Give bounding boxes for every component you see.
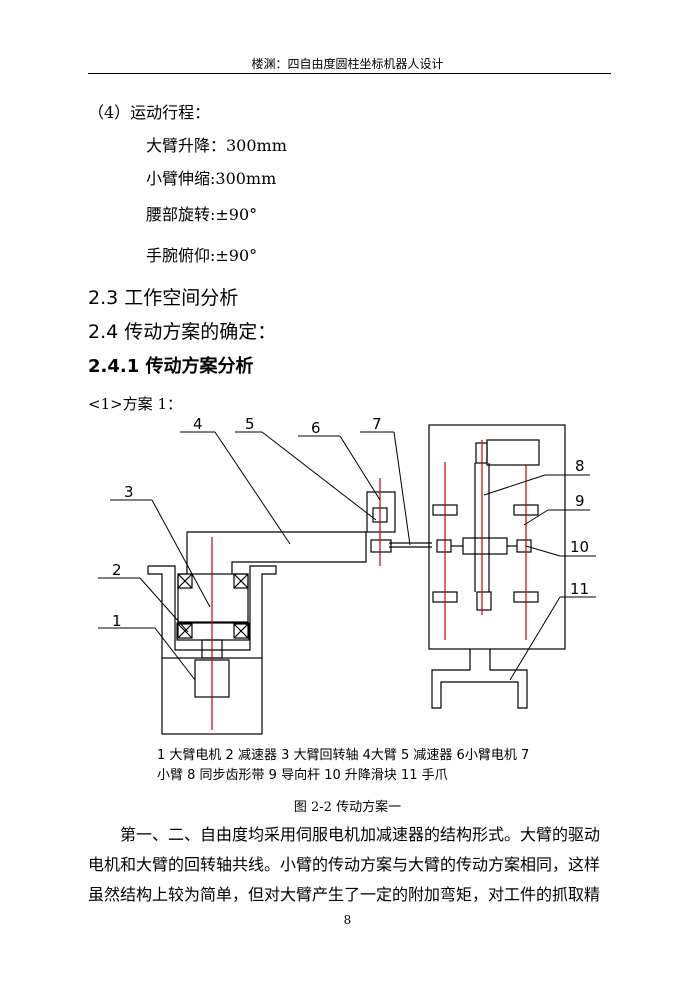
- heading-2-4-1: 2.4.1 传动方案分析: [88, 356, 254, 377]
- diagram-label-9: 9: [575, 492, 585, 510]
- page-number: 8: [343, 913, 352, 927]
- motion-item-arm-lift: 大臂升降：300mm: [146, 136, 287, 155]
- belt-motor: [486, 439, 540, 466]
- figure-legend-line-2: 小臂 8 同步齿形带 9 导向杆 10 升降滑块 11 手爪: [157, 768, 448, 783]
- bracket-right: [148, 565, 277, 658]
- diagram-label-11: 11: [570, 580, 589, 598]
- forearm-motor: [366, 491, 396, 533]
- lift-slider: [462, 537, 508, 555]
- figure-title: 图 2-2 传动方案一: [293, 800, 402, 815]
- diagram-label-1: 1: [112, 612, 122, 630]
- diagram-label-5: 5: [245, 415, 255, 433]
- diagram-label-10: 10: [570, 538, 589, 556]
- diagram-label-4: 4: [193, 415, 203, 433]
- paragraph-line-2: 电机和大臂的回转轴共线。小臂的传动方案与大臂的传动方案相同，这样: [88, 855, 601, 874]
- big-arm: [186, 531, 367, 574]
- lift-plate: [428, 424, 566, 650]
- diagram-label-8: 8: [575, 457, 585, 475]
- diagram-label-3: 3: [124, 483, 134, 501]
- motion-item-wrist-pitch: 手腕俯仰:±90°: [146, 246, 258, 265]
- motion-range-heading: （4）运动行程：: [88, 103, 211, 122]
- paragraph-line-1: 第一、二、自由度均采用伺服电机加减速器的结构形式。大臂的驱动: [120, 825, 601, 844]
- running-header: 楼渊：四自由度圆柱坐标机器人设计: [251, 57, 444, 71]
- paragraph-line-3: 虽然结构上较为简单，但对大臂产生了一定的附加弯矩，对工件的抓取精: [88, 885, 601, 904]
- bracket-left: [147, 566, 163, 658]
- gripper: [431, 649, 528, 709]
- motion-item-forearm-extend: 小臂伸缩:300mm: [146, 169, 277, 188]
- motion-item-waist-rotate: 腰部旋转:±90°: [146, 205, 258, 224]
- diagram-label-7: 7: [372, 415, 382, 433]
- figure-legend-line-1: 1 大臂电机 2 减速器 3 大臂回转轴 4大臂 5 减速器 6小臂电机 7: [157, 748, 530, 763]
- header-rule: [88, 73, 611, 74]
- diagram-label-6: 6: [311, 419, 321, 437]
- diagram-label-2: 2: [112, 561, 122, 579]
- scheme-label: <1>方案 1：: [88, 395, 182, 413]
- heading-2-4: 2.4 传动方案的确定：: [88, 321, 277, 343]
- rotation-shaft-housing: [177, 573, 249, 623]
- heading-2-3: 2.3 工作空间分析: [88, 287, 239, 309]
